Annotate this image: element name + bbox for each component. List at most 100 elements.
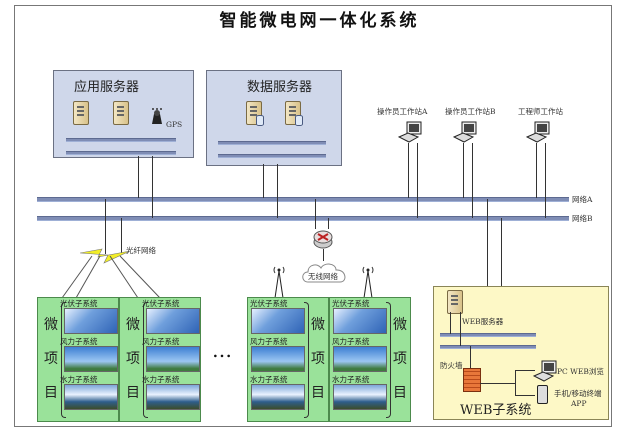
workstation-b-label: 操作员工作站B — [445, 107, 496, 116]
wind-subsystem-image — [64, 346, 118, 372]
micro-project-name-char: 项 — [393, 351, 407, 367]
fiber-links — [61, 255, 161, 299]
connector — [138, 156, 139, 198]
micro-project-name-char: 微 — [44, 317, 58, 333]
micro-project-name-char: 目 — [311, 385, 325, 401]
mobile-app-label-line1: 手机/移动终端 — [554, 389, 602, 398]
micro-project-name-char: 目 — [393, 385, 407, 401]
data-bus-1 — [218, 141, 326, 145]
database-2-icon — [295, 115, 303, 126]
gps-label: GPS — [166, 120, 183, 129]
connector — [417, 143, 418, 218]
app-server-2-icon — [113, 101, 129, 125]
micro-project-1: 微 项 目 光伏子系统 风力子系统 水力子系统 — [37, 297, 119, 422]
wireless-network-label: 无线网络 — [308, 272, 338, 281]
data-server-group: 数据服务器 — [206, 70, 342, 166]
micro-project-3: 光伏子系统 风力子系统 水力子系统 微 项 目 — [247, 297, 329, 422]
wind-subsystem-image — [146, 346, 200, 372]
web-bus-2 — [440, 345, 536, 349]
workstation-b-pc-icon — [452, 121, 479, 143]
mobile-link — [515, 395, 535, 396]
fiber-network-label: 光纤网络 — [126, 246, 156, 255]
pv-subsystem-label: 光伏子系统 — [332, 299, 370, 308]
connector — [515, 370, 516, 395]
brace — [143, 302, 148, 418]
connector — [470, 346, 471, 368]
web-server-label: WEB服务器 — [462, 317, 504, 326]
micro-project-2: 微 项 目 光伏子系统 风力子系统 水力子系统 — [119, 297, 201, 422]
hydro-subsystem-label: 水力子系统 — [332, 375, 370, 384]
firewall-link — [480, 383, 515, 384]
connector — [323, 249, 324, 261]
micro-project-name-char: 微 — [126, 317, 140, 333]
connector — [460, 312, 461, 346]
mobile-device-icon — [537, 385, 548, 404]
web-bus-1 — [440, 333, 536, 337]
wind-subsystem-label: 风力子系统 — [60, 337, 98, 346]
app-server-1-icon — [73, 101, 89, 125]
data-server-group-label: 数据服务器 — [247, 80, 313, 95]
connector — [501, 218, 502, 345]
micro-project-name-char: 微 — [393, 317, 407, 333]
data-bus-2 — [218, 154, 326, 158]
workstation-a-pc-icon — [397, 121, 424, 143]
pv-subsystem-label: 光伏子系统 — [142, 299, 180, 308]
connector — [545, 143, 546, 218]
wind-subsystem-image — [333, 346, 387, 372]
wind-subsystem-label: 风力子系统 — [250, 337, 288, 346]
pv-subsystem-image — [333, 308, 387, 334]
hydro-subsystem-label: 水力子系统 — [250, 375, 288, 384]
brace — [61, 302, 66, 418]
hydro-subsystem-image — [333, 384, 387, 410]
brace — [304, 302, 309, 418]
pv-subsystem-label: 光伏子系统 — [250, 299, 288, 308]
micro-project-name-char: 微 — [311, 317, 325, 333]
web-subsystem-title: WEB子系统 — [460, 403, 532, 418]
connector — [277, 164, 278, 218]
pv-subsystem-label: 光伏子系统 — [60, 299, 98, 308]
wireless-cloud-icon — [300, 260, 350, 288]
hydro-subsystem-label: 水力子系统 — [142, 375, 180, 384]
wind-subsystem-image — [251, 346, 305, 372]
network-a-label: 网络A — [572, 195, 593, 204]
hydro-subsystem-image — [64, 384, 118, 410]
pc-link — [515, 370, 535, 371]
micro-project-4: 光伏子系统 风力子系统 水力子系统 微 项 目 — [329, 297, 411, 422]
pv-subsystem-image — [146, 308, 200, 334]
wind-subsystem-label: 风力子系统 — [142, 337, 180, 346]
firewall-label: 防火墙 — [440, 361, 463, 370]
brace — [386, 302, 391, 418]
database-1-icon — [256, 115, 264, 126]
hydro-subsystem-image — [146, 384, 200, 410]
micro-project-name-char: 目 — [126, 385, 140, 401]
app-bus-2 — [66, 151, 176, 155]
router-icon — [313, 229, 333, 249]
micro-project-name-char: 项 — [44, 351, 58, 367]
antenna-left-icon — [272, 264, 286, 299]
mobile-app-label-line2: APP — [571, 399, 587, 408]
micro-project-name-char: 目 — [44, 385, 58, 401]
hydro-subsystem-image — [251, 384, 305, 410]
connector — [121, 218, 122, 254]
engineer-workstation-label: 工程师工作站 — [518, 107, 563, 116]
connector — [408, 143, 409, 198]
micro-project-name-char: 项 — [311, 351, 325, 367]
more-projects-ellipsis: … — [212, 338, 234, 362]
connector — [463, 143, 464, 198]
connector — [450, 312, 451, 334]
micro-project-name-char: 项 — [126, 351, 140, 367]
pc-web-browse-label: PC WEB浏览 — [557, 367, 604, 376]
connector — [263, 164, 264, 198]
network-b-label: 网络B — [572, 214, 593, 223]
app-server-group-label: 应用服务器 — [74, 80, 140, 95]
app-bus-1 — [66, 138, 176, 142]
connector — [328, 218, 329, 229]
connector — [536, 143, 537, 198]
diagram-title: 智能微电网一体化系统 — [219, 11, 420, 31]
antenna-right-icon — [361, 264, 375, 299]
connector — [315, 199, 316, 229]
connector — [105, 199, 106, 254]
pc-browser-icon — [532, 360, 559, 382]
network-b-bus — [37, 216, 569, 221]
engineer-workstation-pc-icon — [525, 121, 552, 143]
